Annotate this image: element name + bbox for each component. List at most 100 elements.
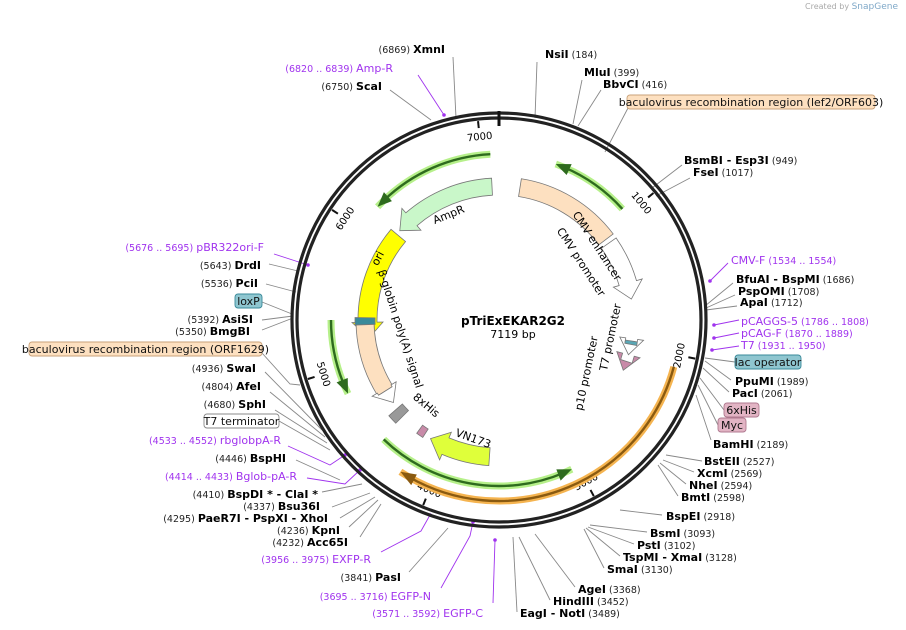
feature-cmv-promoter[interactable] — [600, 237, 644, 300]
feature-bglobin-arrow[interactable] — [371, 381, 397, 404]
plasmid-length: 7119 bp — [490, 328, 535, 341]
restriction-site[interactable]: BstEII (2527) — [704, 455, 775, 468]
site-position: (3452) — [597, 597, 629, 608]
orf-arc-ampr[interactable] — [382, 153, 491, 202]
primer-label[interactable]: (4414 .. 4433) Bglob-pA-R — [165, 470, 297, 483]
feature-ampr[interactable] — [399, 177, 493, 232]
restriction-site[interactable]: (4446) BspHI — [215, 452, 286, 465]
primer-label[interactable]: pCAGGS-5 (1786 .. 1808) — [741, 315, 869, 328]
restriction-site[interactable]: HindIII (3452) — [553, 595, 629, 608]
restriction-site[interactable]: EagI - NotI (3489) — [520, 607, 620, 620]
site-name: FseI — [693, 166, 719, 179]
primer-range: (6820 .. 6839) — [285, 64, 353, 75]
leader-line — [585, 527, 621, 557]
primer-label[interactable]: (6820 .. 6839) Amp-R — [285, 62, 393, 75]
svg-text:(4446) BspHI: (4446) BspHI — [215, 452, 286, 465]
leader-line — [518, 536, 551, 601]
restriction-site[interactable]: BsmI (3093) — [650, 527, 715, 540]
primer-label[interactable]: T7 (1931 .. 1950) — [740, 339, 826, 352]
feature-8xhis[interactable] — [416, 424, 429, 438]
restriction-site[interactable]: (5536) PciI — [201, 277, 258, 290]
leader-line — [389, 89, 432, 121]
leader-line — [274, 409, 328, 444]
restriction-site[interactable]: MluI (399) — [584, 66, 639, 79]
feature-t7-promoter[interactable] — [619, 336, 645, 356]
orf-arc-orange[interactable] — [407, 366, 675, 503]
restriction-site[interactable]: (4337) Bsu36I — [243, 500, 320, 513]
restriction-site[interactable]: (4236) KpnI — [277, 524, 340, 537]
restriction-site[interactable]: (4804) AfeI — [202, 380, 261, 393]
restriction-site[interactable]: SmaI (3130) — [607, 563, 673, 576]
site-name: BbvCI — [603, 78, 639, 91]
site-name: KpnI — [312, 524, 340, 537]
feature-badge[interactable]: 6xHis — [723, 402, 760, 418]
restriction-site[interactable]: (6869) XmnI — [379, 43, 446, 56]
leader-line — [662, 459, 695, 473]
primer-label[interactable]: (3956 .. 3975) EXFP-R — [261, 553, 371, 566]
svg-text:(3695 .. 3716) EGFP-N: (3695 .. 3716) EGFP-N — [320, 590, 431, 603]
feature-loxp[interactable] — [354, 317, 376, 326]
restriction-site[interactable]: BspEI (2918) — [666, 510, 735, 523]
svg-text:PstI (3102): PstI (3102) — [637, 539, 695, 552]
restriction-site[interactable]: (4680) SphI — [204, 398, 266, 411]
feature-lac-operator[interactable] — [624, 339, 638, 346]
site-position: (3102) — [664, 541, 696, 552]
primer-label[interactable]: (4533 .. 4552) rbglobpA-R — [149, 434, 281, 447]
leader-line — [713, 332, 740, 339]
restriction-site[interactable]: PspOMI (1708) — [738, 285, 819, 298]
restriction-site[interactable]: BmtI (2598) — [681, 491, 745, 504]
feature-cmv-enhancer[interactable] — [518, 178, 614, 246]
primer-label[interactable]: (3571 .. 3592) EGFP-C — [372, 607, 483, 620]
restriction-site[interactable]: PpuMI (1989) — [735, 375, 808, 388]
svg-text:NsiI (184): NsiI (184) — [545, 48, 597, 61]
feature-badge[interactable]: baculovirus recombination region (ORF162… — [22, 341, 269, 357]
restriction-site[interactable]: AgeI (3368) — [578, 583, 641, 596]
primer-label[interactable]: (3695 .. 3716) EGFP-N — [320, 590, 431, 603]
restriction-site[interactable]: (4232) Acc65I — [272, 536, 348, 549]
leader-line — [261, 301, 293, 315]
restriction-site[interactable]: (4410) BspDI * - ClaI * — [193, 488, 319, 501]
leader-line — [709, 262, 729, 282]
feature-bglobin-polya[interactable] — [355, 321, 394, 397]
restriction-site[interactable]: PstI (3102) — [637, 539, 695, 552]
restriction-site[interactable]: NsiI (184) — [545, 48, 597, 61]
restriction-site[interactable]: (5392) AsiSI — [188, 313, 253, 326]
primer-label[interactable]: pCAG-F (1870 .. 1889) — [741, 327, 853, 340]
restriction-site[interactable]: PacI (2061) — [732, 387, 792, 400]
site-position: (4446) — [215, 454, 247, 465]
restriction-site[interactable]: TspMI - XmaI (3128) — [623, 551, 737, 564]
leader-line — [704, 357, 736, 363]
restriction-site[interactable]: BamHI (2189) — [713, 438, 788, 451]
restriction-site[interactable]: (6750) ScaI — [321, 80, 382, 93]
feature-badge[interactable]: T7 terminator — [203, 413, 280, 429]
restriction-site[interactable]: ApaI (1712) — [740, 296, 803, 309]
restriction-site[interactable]: BfuAI - BspMI (1686) — [736, 273, 854, 286]
restriction-site[interactable]: FseI (1017) — [693, 166, 753, 179]
feature-badge[interactable]: Myc — [717, 417, 747, 433]
restriction-site[interactable]: (4936) SwaI — [192, 362, 256, 375]
restriction-site[interactable]: (3841) PasI — [341, 571, 401, 584]
feature-badge[interactable]: loxP — [234, 293, 263, 309]
restriction-site[interactable]: XcmI (2569) — [697, 467, 762, 480]
restriction-site[interactable]: BsmBI - Esp3I (949) — [684, 154, 797, 167]
leader-line — [321, 483, 363, 493]
restriction-site[interactable]: NheI (2594) — [689, 479, 752, 492]
site-name: EagI - NotI — [520, 607, 585, 620]
leader-lines — [261, 56, 740, 613]
primer-label[interactable]: (5676 .. 5695) pBR322ori-F — [125, 241, 264, 254]
feature-badge[interactable]: baculovirus recombination region (lef2/O… — [619, 94, 884, 110]
restriction-site[interactable]: BbvCI (416) — [603, 78, 667, 91]
restriction-site[interactable]: (5350) BmgBI — [175, 325, 250, 338]
restriction-site[interactable]: (5643) DrdI — [200, 259, 261, 272]
svg-text:(5643) DrdI: (5643) DrdI — [200, 259, 261, 272]
restriction-site[interactable]: (4295) PaeR7I - PspXI - XhoI — [163, 512, 328, 525]
site-name: AgeI — [578, 583, 606, 596]
orf-arc-bottom[interactable] — [382, 438, 565, 488]
primer-label[interactable]: CMV-F (1534 .. 1554) — [731, 254, 836, 267]
feature-t7-terminator[interactable] — [388, 403, 410, 424]
feature-badge[interactable]: lac operator — [734, 354, 802, 370]
feature-vn173[interactable] — [429, 431, 491, 467]
feature-p10-promoter[interactable] — [616, 350, 641, 371]
primer-range: (4414 .. 4433) — [165, 472, 233, 483]
